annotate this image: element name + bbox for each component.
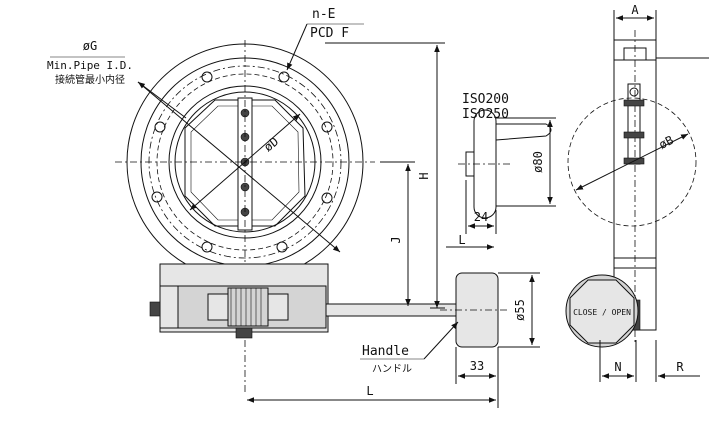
worm-gear	[227, 287, 269, 327]
gearbox-bottom-stud	[235, 327, 253, 339]
label-dim-a: A	[631, 3, 639, 17]
side-bore-circle	[567, 97, 697, 227]
label-iso-200: ISO200	[462, 92, 509, 107]
front-view	[115, 40, 375, 395]
bolt-hole	[278, 71, 290, 83]
label-phi-g: øG	[83, 39, 97, 53]
bolt-hole	[201, 71, 213, 83]
bolt-hole	[151, 191, 163, 203]
input-shaft	[325, 303, 459, 317]
label-j: J	[389, 236, 403, 243]
label-phi-d: øD	[261, 134, 281, 154]
label-iso-250: ISO250	[462, 107, 509, 122]
side-spindle-fitting	[623, 99, 645, 107]
gear-dial-octagon	[569, 279, 635, 344]
label-dim-r: R	[676, 360, 684, 374]
label-phi-b: øB	[657, 133, 676, 152]
gearbox	[149, 263, 459, 339]
label-phi-80: ø80	[531, 151, 545, 173]
side-spindle-fitting	[623, 131, 645, 139]
label-pcd-f: PCD F	[310, 26, 349, 41]
label-dim-n: N	[614, 360, 621, 374]
worm-gear-teeth	[230, 288, 262, 326]
bolt-hole	[321, 192, 333, 204]
label-min-pipe-id: Min.Pipe I.D.	[47, 59, 133, 72]
bolt-hole	[201, 241, 213, 253]
iso-lever	[495, 123, 552, 141]
bolt-hole	[154, 121, 166, 133]
label-dim-l-small: L	[458, 233, 465, 247]
bolt-holes	[151, 71, 333, 253]
bolt-hole	[276, 241, 288, 253]
dim-b-line	[575, 133, 689, 191]
bearing-block	[267, 293, 289, 321]
side-view: CLOSE / OPEN	[565, 30, 709, 348]
dim-d-line	[189, 113, 301, 211]
bearing-block	[207, 293, 229, 321]
handle-leader	[423, 321, 459, 360]
label-dim-l: L	[366, 384, 373, 398]
label-n-e: n-E	[312, 7, 335, 22]
shaft-bolt	[240, 182, 250, 192]
label-handle: Handle	[362, 344, 409, 359]
label-phi-55: ø55	[513, 299, 527, 321]
handle-wheel-side	[440, 272, 510, 348]
disc-octagon	[184, 99, 306, 227]
label-handle-jp: ハンドル	[372, 364, 412, 375]
label-dim-24: 24	[474, 210, 488, 224]
dimension-lines	[50, 10, 700, 408]
label-h: H	[417, 172, 431, 179]
shaft-end-cap	[149, 301, 161, 317]
label-dim-33: 33	[470, 359, 484, 373]
dim-ne-leader	[286, 23, 308, 71]
bolt-hole	[321, 121, 333, 133]
gearbox-flange-left	[159, 285, 179, 329]
label-min-pipe-id-jp: 接続管最小内径	[55, 73, 125, 86]
gear-dial-text: CLOSE / OPEN	[573, 308, 631, 317]
text-labels: øG Min.Pipe I.D. 接続管最小内径 n-E PCD F øD H …	[47, 3, 684, 398]
